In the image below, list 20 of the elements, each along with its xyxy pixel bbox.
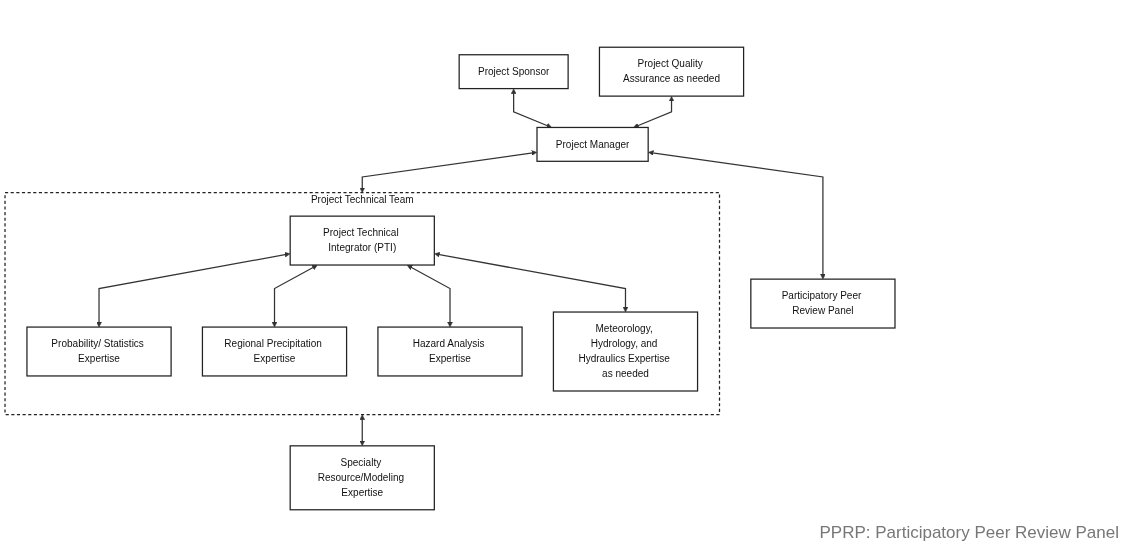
node-box: Project Technical Integrator (PTI): [289, 215, 435, 266]
node-box: Meteorology, Hydrology, and Hydraulics Expertise as needed: [552, 311, 699, 392]
arrow: [359, 414, 365, 447]
arrow: [510, 88, 552, 129]
node-box: Hazard Analysis Expertise: [377, 326, 523, 377]
arrow: [96, 251, 291, 328]
arrow: [359, 150, 537, 193]
node-box: Project Quality Assurance as needed: [598, 46, 745, 97]
node-box: Specialty Resource/Modeling Expertise: [289, 445, 435, 511]
arrow: [648, 150, 826, 280]
arrow: [406, 264, 453, 328]
node-box: Regional Precipitation Expertise: [201, 326, 348, 377]
note-text: PPRP: Participatory Peer Review Panel: [819, 523, 1119, 543]
arrow: [271, 264, 318, 328]
node-box: Participatory Peer Review Panel: [750, 278, 896, 329]
node-box: Project Manager: [536, 126, 649, 162]
node-box: Project Sponsor: [458, 54, 569, 90]
node-box: Probability/ Statistics Expertise: [26, 326, 172, 377]
arrow: [633, 96, 675, 129]
arrow: [434, 251, 629, 313]
